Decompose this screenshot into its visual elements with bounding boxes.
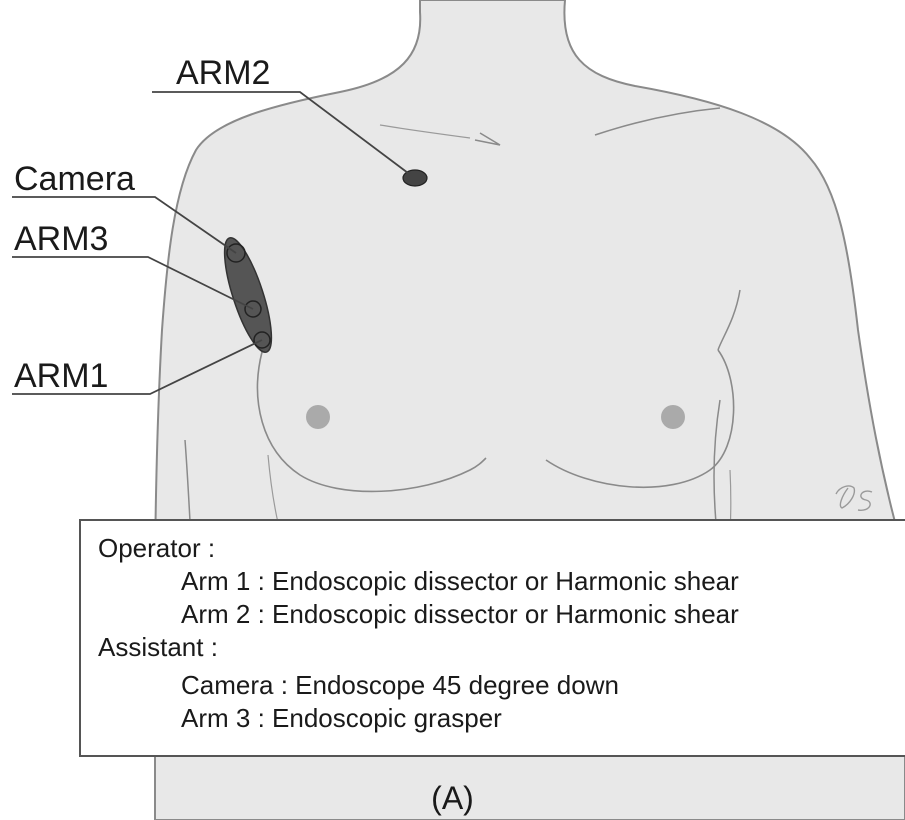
legend-assistant-item: Arm 3 : Endoscopic grasper [181,705,502,731]
label-arm2: ARM2 [176,56,270,90]
legend-operator-item: Arm 1 : Endoscopic dissector or Harmonic… [181,568,739,594]
legend-operator-heading: Operator : [98,535,215,561]
label-camera: Camera [14,162,135,196]
legend-assistant-item: Camera : Endoscope 45 degree down [181,672,619,698]
nipple-left [306,405,330,429]
nipple-right [661,405,685,429]
legend-box: Operator : Arm 1 : Endoscopic dissector … [79,519,905,757]
label-arm1: ARM1 [14,359,108,393]
legend-assistant-heading: Assistant : [98,634,218,660]
legend-operator-item: Arm 2 : Endoscopic dissector or Harmonic… [181,601,739,627]
figure-caption: (A) [0,782,905,814]
label-arm3: ARM3 [14,222,108,256]
